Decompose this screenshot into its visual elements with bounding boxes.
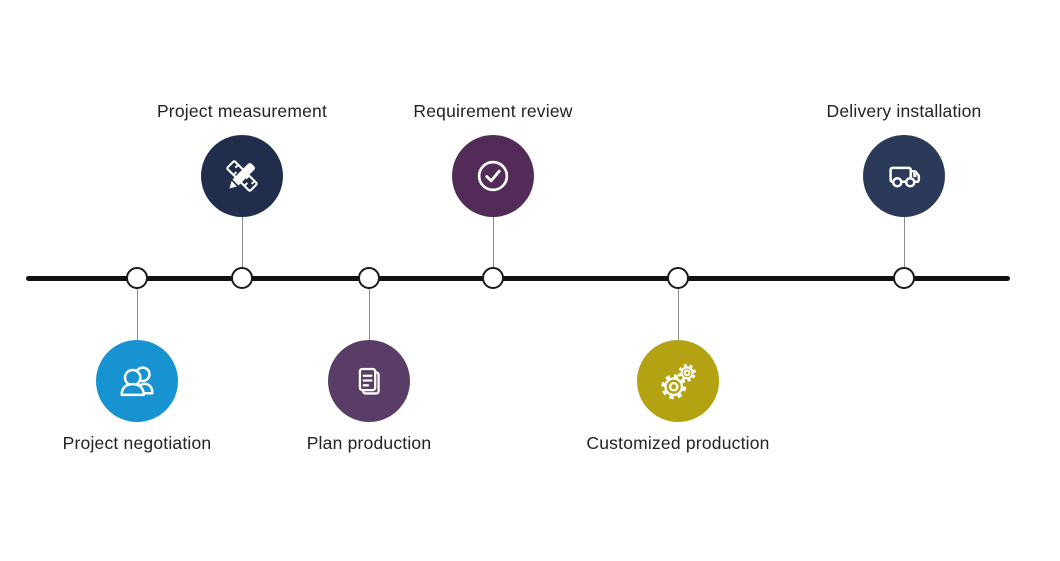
step-circle	[637, 340, 719, 422]
ruler-pencil-icon	[219, 153, 265, 199]
step-circle	[201, 135, 283, 217]
connector-line	[903, 176, 905, 278]
users-icon	[114, 358, 160, 404]
connector-line	[241, 176, 243, 278]
step-label: Project measurement	[156, 101, 328, 121]
truck-icon	[881, 153, 927, 199]
timeline-node	[126, 267, 148, 289]
timeline-node	[482, 267, 504, 289]
step-label: Customized production	[586, 433, 770, 453]
step-circle	[452, 135, 534, 217]
document-icon	[346, 358, 392, 404]
gears-icon	[655, 358, 701, 404]
step-label: Delivery installation	[826, 101, 982, 121]
check-circle-icon	[470, 153, 516, 199]
step-circle	[328, 340, 410, 422]
connector-line	[368, 278, 370, 381]
connector-line	[136, 278, 138, 381]
step-label: Project negotiation	[62, 433, 212, 453]
timeline-node	[231, 267, 253, 289]
connector-line	[492, 176, 494, 278]
step-label: Requirement review	[413, 101, 573, 121]
step-circle	[863, 135, 945, 217]
step-label: Plan production	[306, 433, 432, 453]
timeline-node	[667, 267, 689, 289]
step-circle	[96, 340, 178, 422]
timeline-node	[358, 267, 380, 289]
connector-line	[677, 278, 679, 381]
timeline-axis	[26, 276, 1010, 281]
timeline-node	[893, 267, 915, 289]
